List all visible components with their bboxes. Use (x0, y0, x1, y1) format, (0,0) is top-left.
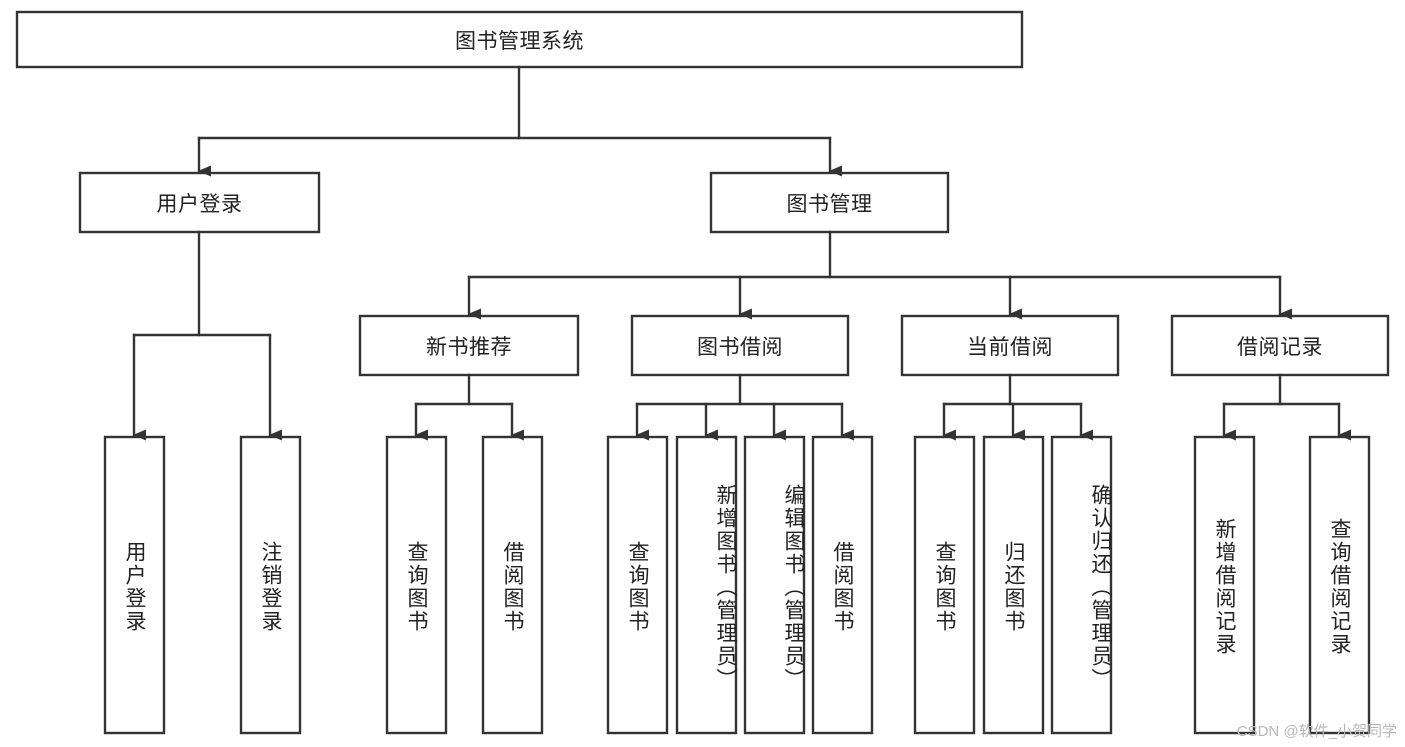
box-leaf-query-record[interactable] (1308, 435, 1371, 735)
box-root[interactable] (15, 10, 1024, 69)
box-leaf-query-book-3[interactable] (913, 435, 976, 735)
box-new-book-recommend[interactable] (358, 314, 580, 377)
box-leaf-user-login[interactable] (103, 435, 166, 735)
box-book-manage[interactable] (709, 171, 950, 234)
box-leaf-edit-book[interactable] (743, 435, 806, 735)
box-current-borrow[interactable] (900, 314, 1120, 377)
box-leaf-confirm-return[interactable] (1050, 435, 1113, 735)
box-leaf-borrow-book-1[interactable] (481, 435, 544, 735)
box-leaf-add-record[interactable] (1193, 435, 1256, 735)
connectors (132, 65, 1351, 441)
box-leaf-borrow-book-2[interactable] (811, 435, 874, 735)
node-boxes (15, 10, 1390, 735)
csdn-watermark: CSDN @软件_小贺同学 (1236, 723, 1397, 740)
box-leaf-query-book-2[interactable] (606, 435, 669, 735)
box-leaf-logout[interactable] (239, 435, 302, 735)
box-leaf-query-book-1[interactable] (385, 435, 448, 735)
box-book-borrow[interactable] (630, 314, 850, 377)
box-borrow-record[interactable] (1170, 314, 1390, 377)
box-leaf-add-book[interactable] (675, 435, 738, 735)
box-user-login[interactable] (78, 171, 321, 234)
box-leaf-return-book[interactable] (982, 435, 1045, 735)
